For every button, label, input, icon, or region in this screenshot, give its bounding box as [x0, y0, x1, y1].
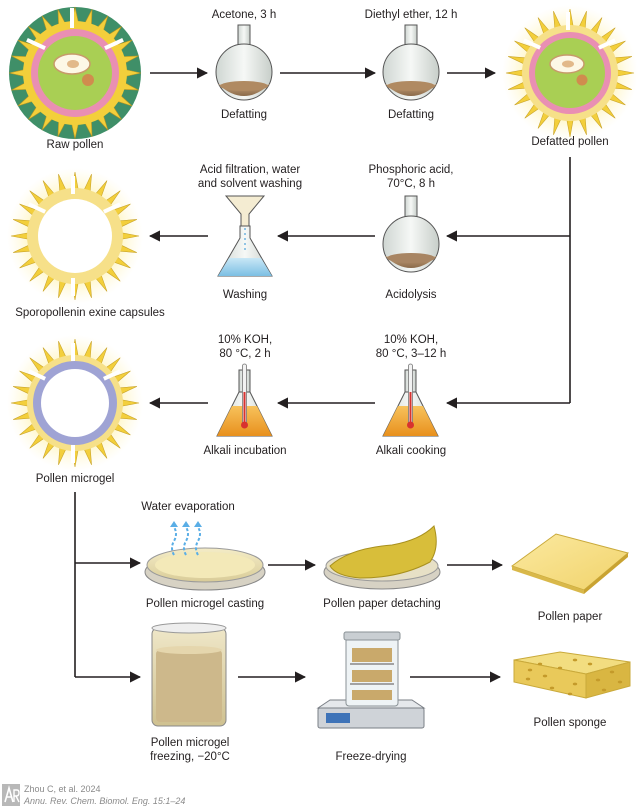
- erlenmeyer-alkali-incubation: [216, 363, 273, 437]
- pollen-sponge-graphic: [513, 651, 631, 699]
- sponge-pore: [572, 682, 578, 686]
- sponge-pore: [609, 670, 615, 674]
- label-washing: Washing: [222, 289, 268, 301]
- raw-pollen-graphic: [8, 6, 142, 140]
- label-acid-filtration-line2: and solvent washing: [197, 178, 303, 190]
- sponge-pore: [617, 680, 623, 684]
- petri-dish-detaching: [323, 525, 441, 590]
- label-alkali-cooking: Alkali cooking: [375, 445, 447, 457]
- sponge-pore: [587, 662, 593, 666]
- label-phosphoric-line1: Phosphoric acid,: [368, 164, 454, 176]
- label-defatting-1: Defatting: [220, 109, 268, 121]
- label-freezing-line2: freezing, −20°C: [150, 751, 230, 763]
- citation-authors: Zhou C, et al. 2024: [24, 784, 101, 794]
- label-koh-incubation-line1: 10% KOH,: [217, 334, 273, 346]
- pollen-paper-graphic: [510, 533, 630, 594]
- sponge-pore: [549, 686, 555, 690]
- label-detaching: Pollen paper detaching: [323, 598, 441, 610]
- label-koh-cooking-line1: 10% KOH,: [383, 334, 439, 346]
- label-alkali-incubation: Alkali incubation: [203, 445, 287, 457]
- pollen-microgel-graphic: [7, 335, 143, 471]
- label-paper: Pollen paper: [537, 611, 603, 623]
- sponge-pore: [537, 662, 543, 666]
- label-phosphoric-line2: 70°C, 8 h: [386, 178, 436, 190]
- annual-reviews-logo: [2, 784, 20, 806]
- label-ether: Diethyl ether, 12 h: [364, 9, 458, 21]
- label-acetone: Acetone, 3 h: [211, 9, 277, 21]
- citation-journal: Annu. Rev. Chem. Biomol. Eng. 15:1–24: [24, 796, 186, 806]
- label-sponge: Pollen sponge: [533, 717, 607, 729]
- sporopollenin-capsule-graphic: [7, 168, 143, 304]
- freeze-dryer: [316, 631, 426, 729]
- label-koh-incubation-line2: 80 °C, 2 h: [219, 348, 271, 360]
- sponge-pore: [557, 666, 563, 670]
- sponge-pore: [527, 668, 533, 672]
- sponge-pore: [601, 688, 607, 692]
- round-flask-acidolysis: [382, 195, 440, 273]
- label-capsules: Sporopollenin exine capsules: [15, 307, 165, 319]
- label-freeze-drying: Freeze-drying: [335, 751, 407, 763]
- label-defatting-2: Defatting: [387, 109, 435, 121]
- label-acid-filtration-line1: Acid filtration, water: [199, 164, 301, 176]
- sponge-pore: [525, 677, 531, 681]
- round-flask-ether: [382, 24, 440, 101]
- freezing-jar: [151, 622, 227, 727]
- label-casting: Pollen microgel casting: [145, 598, 265, 610]
- sponge-pore: [595, 678, 601, 682]
- label-defatted-pollen: Defatted pollen: [531, 136, 609, 148]
- washing-flask: [217, 195, 273, 277]
- label-microgel: Pollen microgel: [35, 473, 115, 485]
- sponge-pore: [542, 674, 548, 678]
- label-raw-pollen: Raw pollen: [46, 139, 104, 151]
- defatted-pollen-graphic: [502, 5, 638, 141]
- sponge-pore: [572, 658, 578, 662]
- label-freezing-line1: Pollen microgel: [150, 737, 230, 749]
- sponge-pore: [567, 692, 573, 696]
- round-flask-acetone: [215, 24, 273, 101]
- label-koh-cooking-line2: 80 °C, 3–12 h: [375, 348, 447, 360]
- erlenmeyer-alkali-cooking: [382, 363, 439, 437]
- label-acidolysis: Acidolysis: [385, 289, 437, 301]
- petri-dish-casting: [144, 521, 266, 591]
- label-water-evaporation: Water evaporation: [141, 501, 235, 513]
